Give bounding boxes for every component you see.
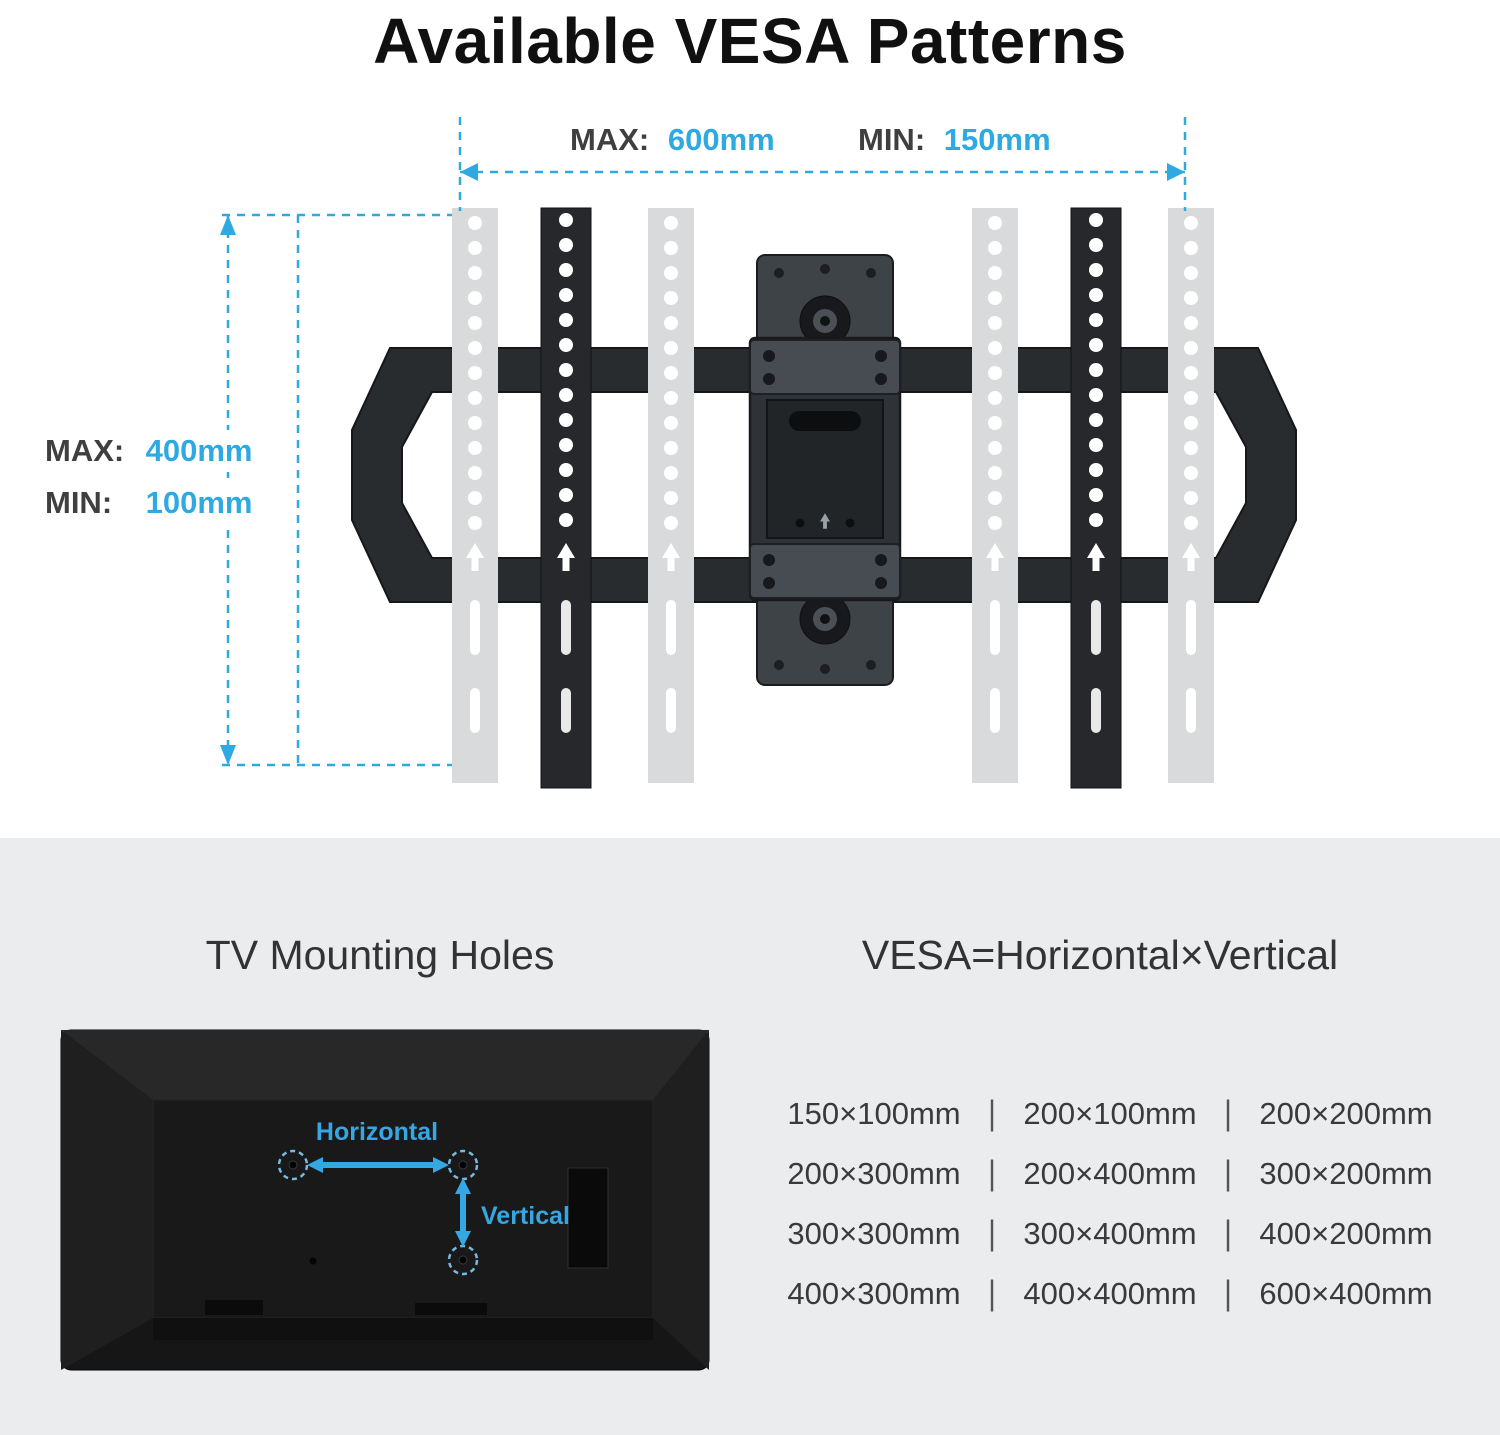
dim-min-height-value: 100mm: [145, 485, 253, 520]
separator: |: [988, 1274, 996, 1313]
vesa-size: 200×100mm: [1023, 1096, 1197, 1131]
horizontal-label: Horizontal: [316, 1118, 438, 1146]
vesa-size-table: 150×100mm | 200×100mm | 200×200mm 200×30…: [752, 1094, 1468, 1313]
vesa-size: 400×300mm: [787, 1276, 961, 1311]
vesa-formula-heading: VESA=Horizontal×Vertical: [861, 932, 1339, 978]
hole-spacing-arrows: [307, 1157, 471, 1247]
separator: |: [1224, 1274, 1232, 1313]
vesa-row: 300×300mm | 300×400mm | 400×200mm: [752, 1214, 1468, 1253]
separator: |: [1224, 1214, 1232, 1253]
vesa-row: 400×300mm | 400×400mm | 600×400mm: [752, 1274, 1468, 1313]
vesa-size: 200×400mm: [1023, 1156, 1197, 1191]
tv-back-illustration: Horizontal Vertical: [60, 1029, 710, 1371]
dim-min-width: MIN: 150mm: [858, 122, 1051, 157]
dim-min-height: MIN: 100mm: [45, 482, 263, 525]
dim-min-width-key: MIN:: [858, 122, 926, 157]
vesa-size: 200×200mm: [1259, 1096, 1433, 1131]
ghost-rails: [452, 208, 1214, 783]
vesa-size: 300×400mm: [1023, 1216, 1197, 1251]
dim-max-height: MAX: 400mm: [45, 430, 263, 473]
vesa-size: 400×200mm: [1259, 1216, 1433, 1251]
vesa-rails: [540, 207, 1122, 789]
mount-illustration: [220, 117, 1297, 789]
dim-min-width-value: 150mm: [943, 122, 1051, 157]
vesa-size: 400×400mm: [1023, 1276, 1197, 1311]
separator: |: [1224, 1154, 1232, 1193]
vesa-size: 150×100mm: [787, 1096, 961, 1131]
separator: |: [1224, 1094, 1232, 1133]
dim-max-width: MAX: 600mm: [570, 122, 775, 157]
dim-max-width-value: 600mm: [667, 122, 775, 157]
tv-mounting-holes-heading: TV Mounting Holes: [205, 932, 555, 978]
separator: |: [988, 1154, 996, 1193]
vesa-size: 200×300mm: [787, 1156, 961, 1191]
dim-max-height-value: 400mm: [145, 433, 253, 468]
vesa-row: 150×100mm | 200×100mm | 200×200mm: [752, 1094, 1468, 1133]
separator: |: [988, 1214, 996, 1253]
dim-min-height-key: MIN:: [45, 485, 113, 520]
vesa-size: 300×200mm: [1259, 1156, 1433, 1191]
center-bracket: [748, 254, 902, 686]
dim-max-width-key: MAX:: [570, 122, 650, 157]
separator: |: [988, 1094, 996, 1133]
vertical-label: Vertical: [481, 1202, 570, 1230]
dim-max-height-key: MAX:: [45, 433, 125, 468]
measurement-arrowheads: [220, 163, 1185, 765]
vesa-row: 200×300mm | 200×400mm | 300×200mm: [752, 1154, 1468, 1193]
vesa-size: 300×300mm: [787, 1216, 961, 1251]
vesa-size: 600×400mm: [1259, 1276, 1433, 1311]
page-title: Available VESA Patterns: [373, 5, 1127, 77]
